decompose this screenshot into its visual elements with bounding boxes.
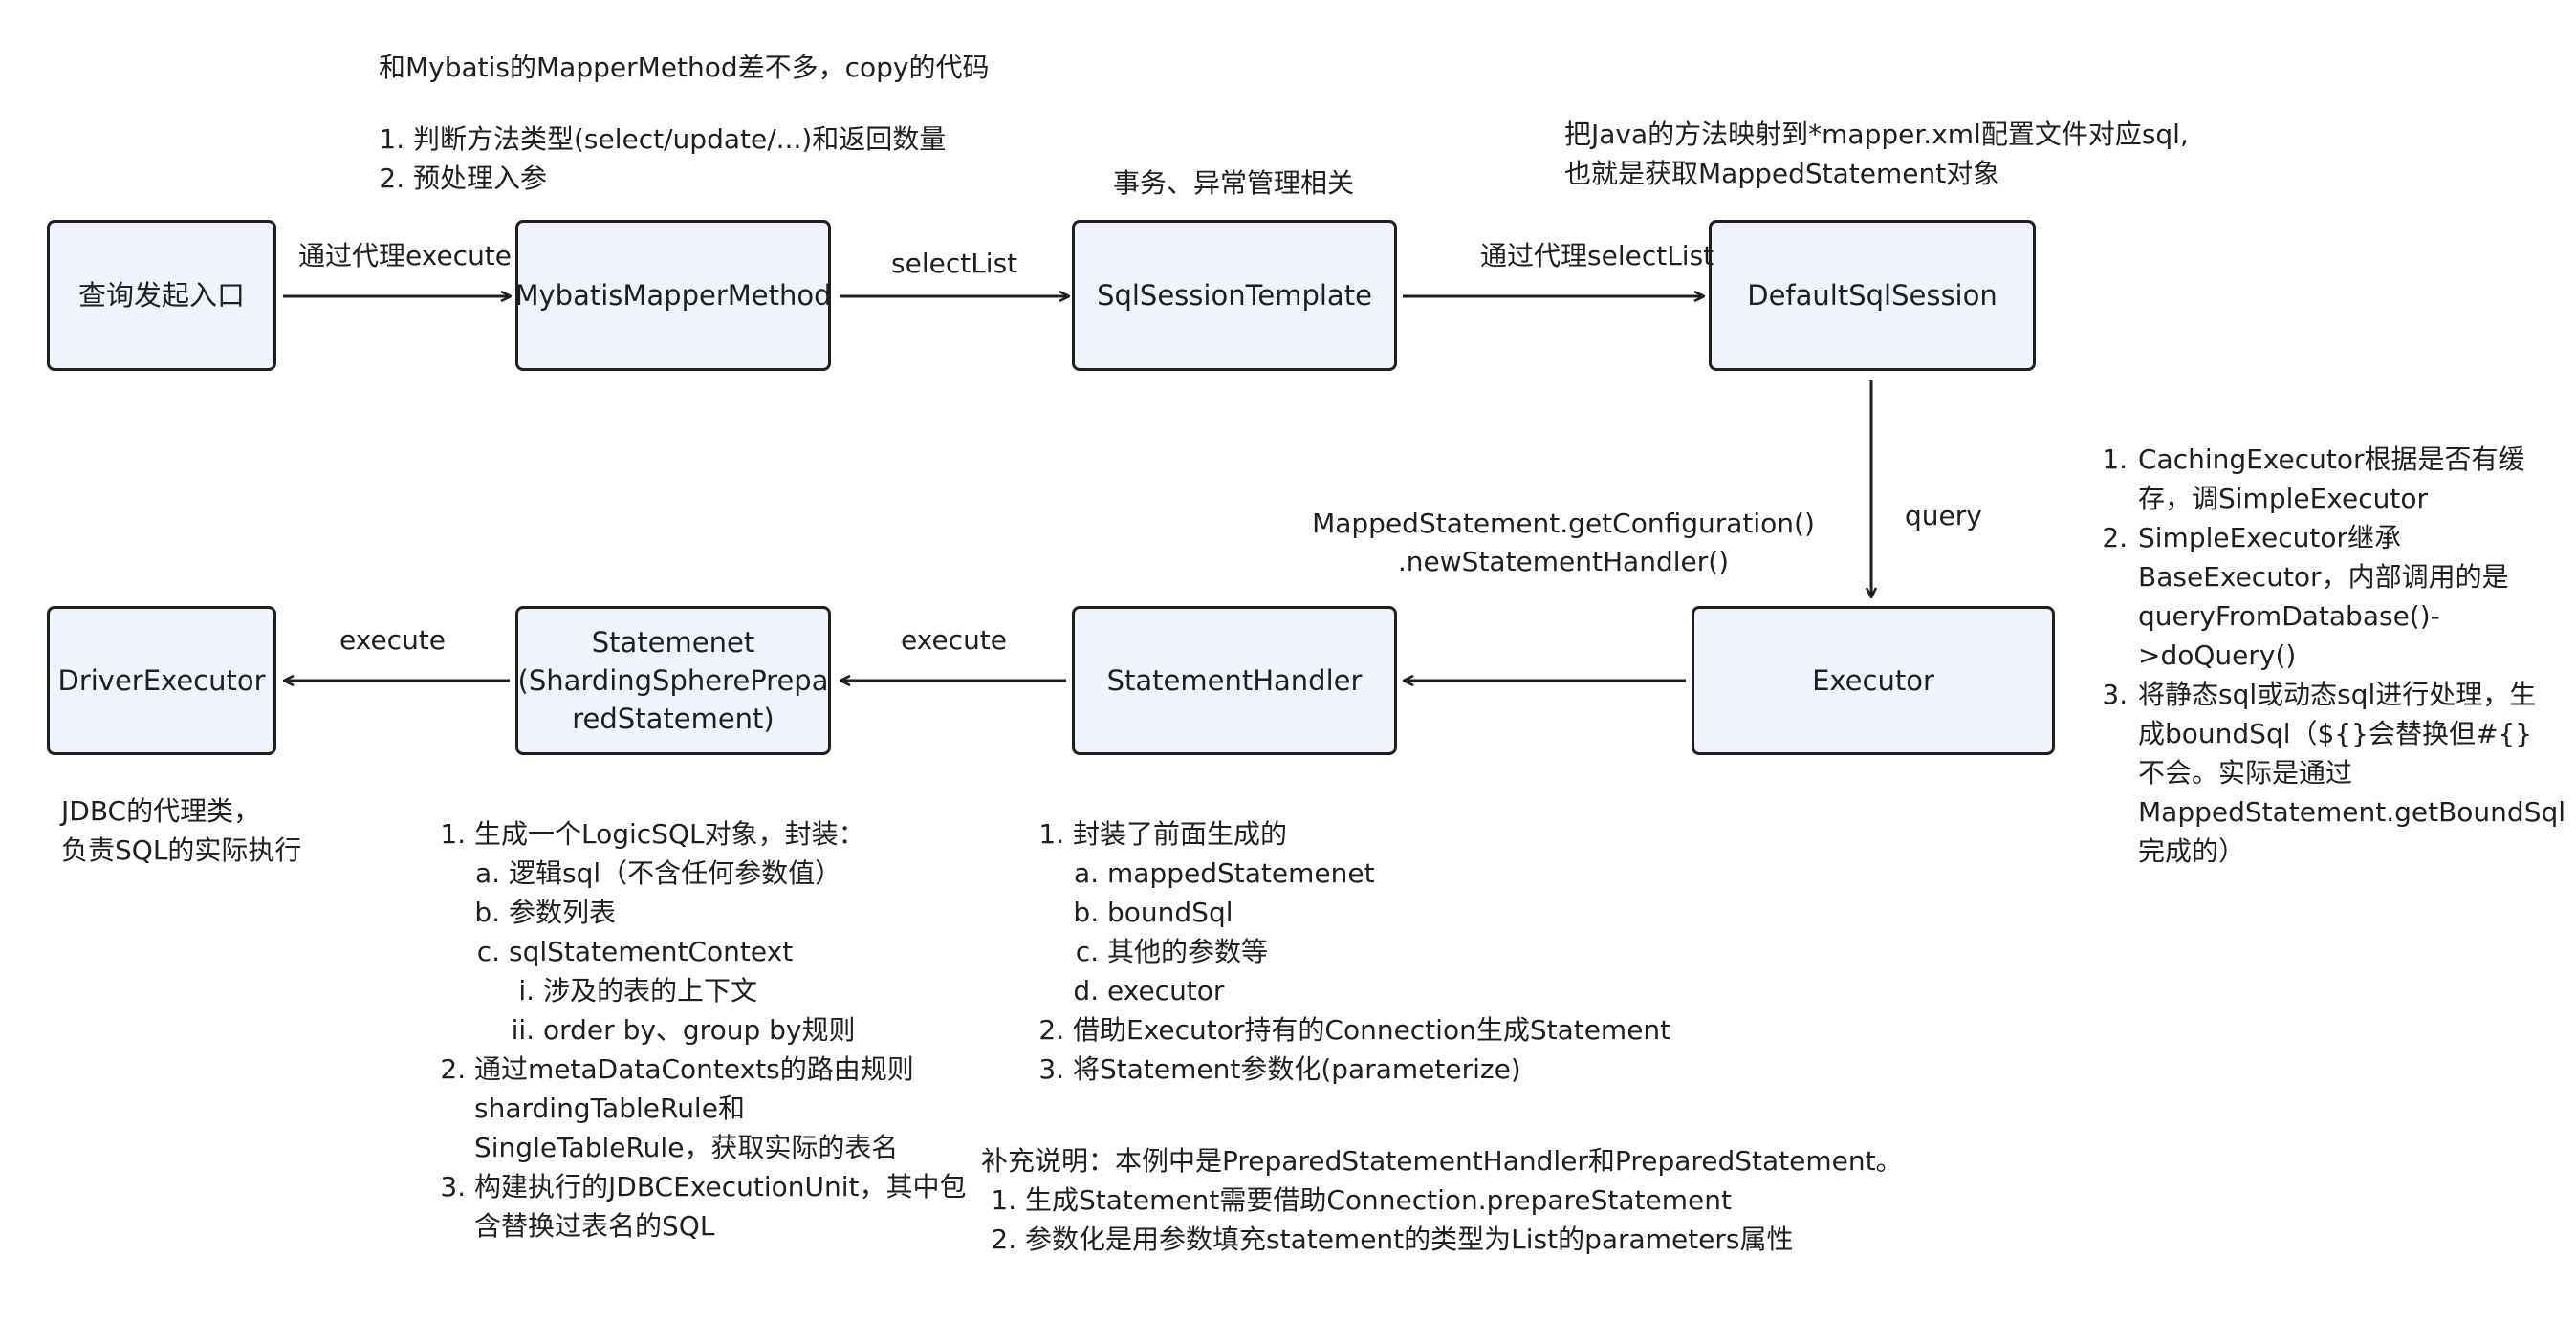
node-executor: Executor [1692,606,2055,755]
note-statement-handler-subitem: mappedStatemenet [1107,854,1727,893]
note-statement: 生成一个LogicSQL对象，封装： 逻辑sql（不含任何参数值） 参数列表 s… [440,814,975,1245]
note-supplement-heading: 补充说明：本例中是PreparedStatementHandler和Prepar… [981,1145,1903,1177]
note-statement-handler: 封装了前面生成的 mappedStatemenet boundSql 其他的参数… [1038,814,1727,1089]
note-default-session-line1: 把Java的方法映射到*mapper.xml配置文件对应sql, [1564,119,2189,150]
note-executor: CachingExecutor根据是否有缓存，调SimpleExecutor S… [2102,440,2565,871]
note-statement-handler-subitem: 其他的参数等 [1107,932,1727,971]
node-mybatis-mapper-method: MybatisMapperMethod [514,220,832,371]
note-statement-handler-subitem: executor [1107,971,1727,1010]
edge-label-statement-to-driver: execute [339,624,447,656]
note-mapper-method: 和Mybatis的MapperMethod差不多，copy的代码 判断方法类型(… [379,48,1086,198]
node-entry: 查询发起入口 [47,220,276,371]
note-statement-item: 构建执行的JDBCExecutionUnit，其中包含替换过表名的SQL [474,1167,975,1245]
note-default-session-line2: 也就是获取MappedStatement对象 [1564,158,2000,189]
note-statement-subitem-text: sqlStatementContext [509,936,794,967]
note-supplement: 补充说明：本例中是PreparedStatementHandler和Prepar… [981,1141,1918,1259]
edge-label-executor-to-handler-line2: .newStatementHandler() [1397,546,1730,577]
note-statement-sublist: 逻辑sql（不含任何参数值） 参数列表 sqlStatementContext … [474,854,975,1050]
note-statement-handler-sublist: mappedStatemenet boundSql 其他的参数等 executo… [1073,854,1727,1010]
node-statement: Statemenet (ShardingSpherePrepa redState… [515,606,831,755]
edge-label-executor-to-handler: MappedStatement.getConfiguration() .newS… [1310,505,1817,581]
edge-label-executor-to-handler-line1: MappedStatement.getConfiguration() [1312,508,1815,539]
note-statement-handler-item-text: 封装了前面生成的 [1073,818,1288,850]
note-mapper-method-item: 判断方法类型(select/update/...)和返回数量 [413,119,1086,159]
note-executor-item: 将静态sql或动态sql进行处理，生成boundSql（${}会替换但#{}不会… [2136,675,2565,871]
note-statement-subsubitem: 涉及的表的上下文 [543,971,975,1010]
note-executor-list: CachingExecutor根据是否有缓存，调SimpleExecutor S… [2102,440,2565,871]
note-mapper-method-list: 判断方法类型(select/update/...)和返回数量 预处理入参 [379,119,1086,198]
note-statement-handler-item: 借助Executor持有的Connection生成Statement [1073,1010,1727,1050]
note-driver-executor: JDBC的代理类， 负责SQL的实际执行 [61,791,425,870]
edge-label-template-to-session: 通过代理selectList [1480,240,1714,271]
note-driver-executor-line2: 负责SQL的实际执行 [61,834,302,866]
note-statement-item: 通过metaDataContexts的路由规则shardingTableRule… [474,1050,975,1167]
note-statement-subsublist: 涉及的表的上下文 order by、group by规则 [509,971,975,1050]
note-supplement-item: 生成Statement需要借助Connection.prepareStateme… [1025,1180,1918,1220]
edge-label-mapper-to-template: selectList [891,248,1018,279]
note-statement-item-text: 生成一个LogicSQL对象，封装： [474,818,865,850]
note-supplement-list: 生成Statement需要借助Connection.prepareStateme… [981,1180,1918,1259]
edge-label-session-to-executor: query [1905,500,1982,531]
edge-label-entry-to-mapper: 通过代理execute [298,240,513,271]
note-executor-item: CachingExecutor根据是否有缓存，调SimpleExecutor [2136,440,2551,518]
note-template: 事务、异常管理相关 [1113,167,1355,199]
note-default-session: 把Java的方法映射到*mapper.xml配置文件对应sql, 也就是获取Ma… [1564,115,2234,193]
note-statement-item: 生成一个LogicSQL对象，封装： 逻辑sql（不含任何参数值） 参数列表 s… [474,814,975,1050]
note-statement-subitem: sqlStatementContext 涉及的表的上下文 order by、gr… [509,932,975,1050]
note-statement-handler-item: 封装了前面生成的 mappedStatemenet boundSql 其他的参数… [1073,814,1727,1010]
edge-label-handler-to-statement: execute [901,624,1008,656]
note-supplement-item: 参数化是用参数填充statement的类型为List的parameters属性 [1025,1220,1918,1259]
node-driver-executor: DriverExecutor [47,606,276,755]
note-statement-handler-item: 将Statement参数化(parameterize) [1073,1050,1727,1089]
note-mapper-method-heading: 和Mybatis的MapperMethod差不多，copy的代码 [379,52,990,83]
note-executor-item: SimpleExecutor继承BaseExecutor，内部调用的是query… [2136,518,2551,675]
note-statement-subitem: 参数列表 [509,893,975,932]
note-statement-list: 生成一个LogicSQL对象，封装： 逻辑sql（不含任何参数值） 参数列表 s… [440,814,975,1245]
note-statement-subsubitem: order by、group by规则 [543,1010,975,1050]
node-sql-session-template: SqlSessionTemplate [1072,220,1397,371]
note-statement-handler-subitem: boundSql [1107,893,1727,932]
node-default-sql-session: DefaultSqlSession [1709,220,2036,371]
note-statement-subitem: 逻辑sql（不含任何参数值） [509,854,975,893]
note-mapper-method-item: 预处理入参 [413,159,1086,198]
note-statement-handler-list: 封装了前面生成的 mappedStatemenet boundSql 其他的参数… [1038,814,1727,1089]
note-driver-executor-line1: JDBC的代理类， [61,795,261,827]
node-statement-handler: StatementHandler [1072,606,1397,755]
